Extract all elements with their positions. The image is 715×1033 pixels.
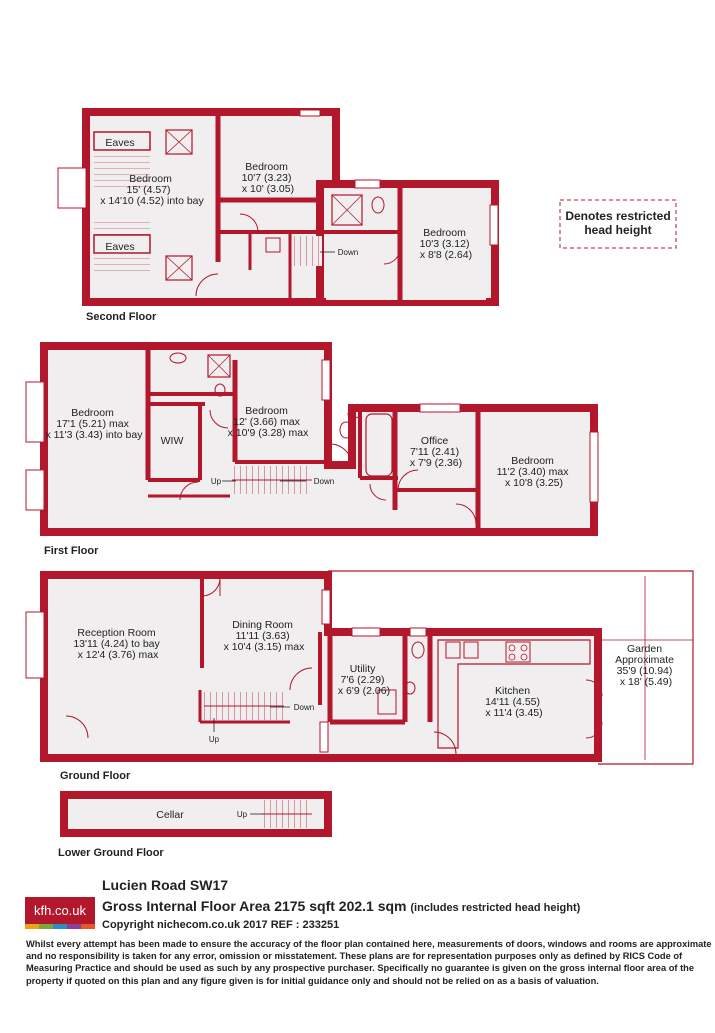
logo-color-bars: [25, 924, 95, 929]
lower-ground-stair-up: Up: [237, 810, 248, 819]
svg-text:Cellar: Cellar: [156, 809, 184, 821]
ground-floor-room-labels: Reception Room 13'11 (4.24) to bay x 12'…: [60, 619, 677, 782]
svg-text:Reception Room 13'11 (4.: Reception Room 13'11 (4.24) to bay x 12'…: [73, 627, 162, 661]
ground-floor-stair-up: Up: [209, 735, 220, 744]
first-floor-stair-up: Up: [211, 477, 222, 486]
restricted-height-legend: Denotes restricted head height: [559, 199, 677, 249]
first-floor-stair-down: Down: [314, 477, 334, 486]
first-floor: Up Down: [25, 342, 599, 536]
disclaimer: Whilst every attempt has been made to en…: [26, 939, 712, 986]
svg-text:Bedroom 11'2 (3.40) max: Bedroom 11'2 (3.40) max x 10'8 (3.25): [497, 455, 572, 489]
ground-floor-stair-down: Down: [294, 703, 314, 712]
room-label: Eaves: [105, 241, 134, 253]
first-floor-room-labels: Bedroom 17'1 (5.21) max x 11'3 (3.43) in…: [44, 405, 572, 557]
property-address: Lucien Road SW17: [102, 877, 229, 893]
svg-text:head height: head height: [584, 223, 651, 237]
svg-text:Utility 7'6 (2.29): Utility 7'6 (2.29) x 6'9 (2.06): [338, 663, 390, 697]
second-floor-stair-label: Down: [338, 248, 358, 257]
svg-text:Kitchen 14'11 (4.55): Kitchen 14'11 (4.55) x 11'4 (3.45): [485, 685, 543, 719]
ground-floor-title: Ground Floor: [60, 770, 131, 782]
svg-text:Bedroom 12' (3.66) max: Bedroom 12' (3.66) max x 10'9 (3.28) max: [228, 405, 310, 439]
svg-text:Office 7'11 (2.41): Office 7'11 (2.41) x 7'9 (2.36): [410, 435, 462, 469]
floor-area-note: (includes restricted head height): [410, 902, 581, 914]
second-floor-title: Second Floor: [86, 311, 157, 323]
svg-text:Denotes restricted: Denotes restricted: [565, 209, 670, 223]
room-label: Eaves: [105, 137, 134, 149]
second-floor: Down: [57, 108, 499, 306]
floor-area: Gross Internal Floor Area 2175 sqft 202.…: [102, 898, 581, 914]
second-floor-room-labels: Eaves Bedroom 15' (4.57) x 14'10 (4.52) …: [86, 137, 472, 323]
floor-plan: Down Eaves Bedroom 15' (4.57) x 14'10 (4…: [25, 108, 694, 859]
logo-text: kfh.co.uk: [33, 903, 87, 918]
svg-text:Garden Approximate: Garden Approximate 35'9 (10.94) x 18' (5…: [615, 643, 677, 688]
kfh-logo: kfh.co.uk: [25, 897, 95, 929]
ground-floor: Up Down: [25, 570, 694, 765]
svg-text:WIW: WIW: [161, 435, 184, 447]
room-label: Bedroom 10'3 (3.12) x 8'8 (2.64): [420, 227, 473, 261]
room-label: Bedroom 15' (4.57) x 14'10 (4.52) into b…: [100, 173, 204, 207]
svg-text:Bedroom 17'1 (5.21) max: Bedroom 17'1 (5.21) max x 11'3 (3.43) in…: [46, 407, 144, 441]
room-label: Bedroom 10'7 (3.23) x 10' (3.05): [242, 161, 295, 195]
lower-ground-floor: Up Cellar Lower Ground Floor: [58, 791, 332, 859]
svg-text:Dining Room 11'11 (3.63): Dining Room 11'11 (3.63) x 10'4 (3.15) m…: [224, 619, 306, 653]
copyright: Copyright nichecom.co.uk 2017 REF : 2332…: [102, 919, 340, 931]
lower-ground-floor-title: Lower Ground Floor: [58, 847, 164, 859]
first-floor-title: First Floor: [44, 545, 99, 557]
